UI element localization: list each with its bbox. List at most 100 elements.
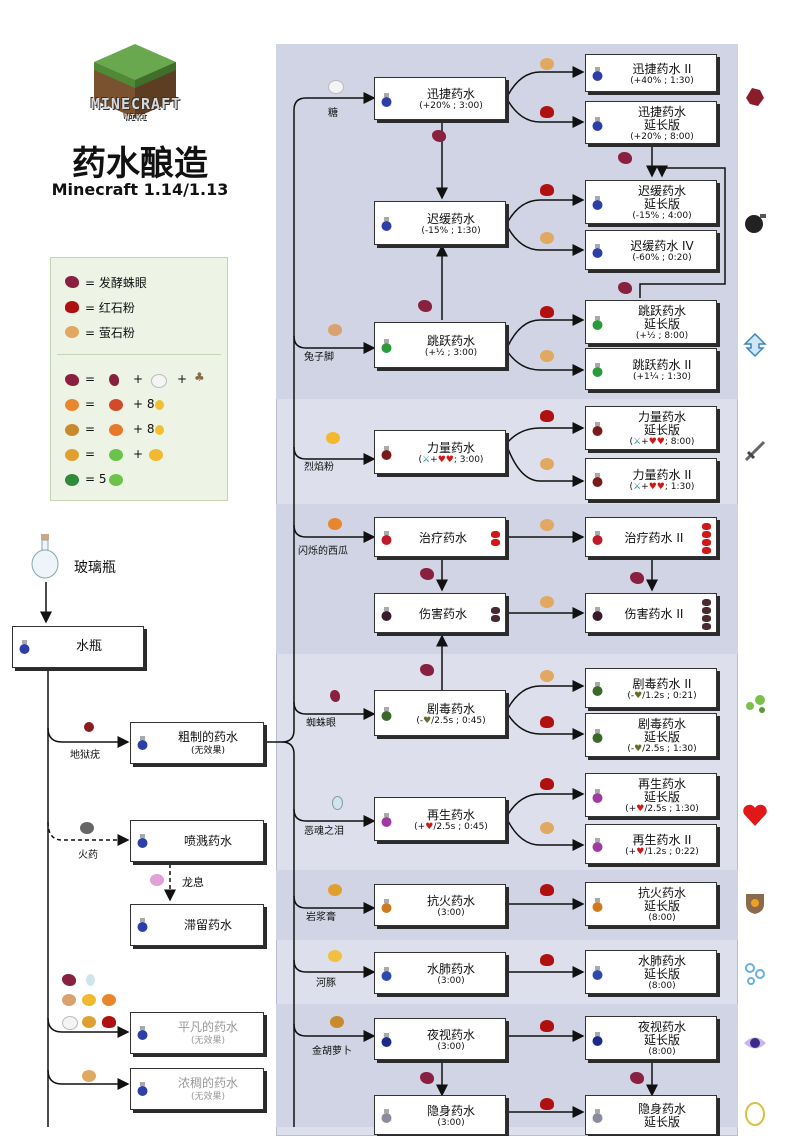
slime-block-icon: [65, 474, 79, 486]
fire-ext-name: 抗火药水: [637, 886, 686, 900]
gunpowder-label: 火药: [78, 850, 98, 861]
regen-sub-text: /2.5s ; 0:45): [433, 822, 488, 832]
swift2-name: 迅捷药水 II: [632, 62, 692, 76]
regen-ext-name: 再生药水: [637, 777, 686, 791]
mundane-potion-node: 平凡的药水 (无效果): [130, 1012, 264, 1054]
potion-icon: [592, 244, 603, 258]
swift-sub: (+20% ; 3:00): [419, 101, 483, 111]
glowstone-icon: [540, 596, 554, 608]
fermented-spider-eye-icon: [420, 1072, 434, 1084]
lingering-potion-icon: [137, 918, 148, 932]
rabbit-foot-label: 兔子脚: [304, 352, 334, 363]
page-title: 药水酿造: [72, 144, 208, 184]
golden-carrot-icon: [65, 424, 79, 436]
carrot-icon: [109, 424, 123, 436]
golden-carrot-label: 金胡萝卜: [312, 1046, 352, 1057]
strength2-sub: (⚔+♥♥; 1:30): [610, 482, 714, 492]
fermented-spider-eye-icon: [432, 130, 446, 142]
redstone-icon: [540, 410, 554, 422]
redstone-icon: [540, 884, 554, 896]
potion-icon: [592, 473, 603, 487]
potion-icon: [381, 607, 392, 621]
gunpowder-icon: [80, 822, 94, 834]
potion-icon: [592, 117, 603, 131]
effect-glyph: (-♥: [627, 744, 643, 754]
strength2-sub-text: ; 1:30): [664, 482, 695, 492]
strength-effect-icon: [742, 438, 768, 464]
poison-ext-sub-text: /2.5s ; 1:30): [642, 744, 697, 754]
leap-ext-sub: (+½ ; 8:00): [635, 331, 689, 341]
leap-ext-name2: 延长版: [643, 317, 680, 331]
legend-plus8: + 8: [133, 422, 155, 436]
leap-name: 跳跃药水: [426, 334, 475, 348]
fire-ext-potion-node: 抗火药水延长版(8:00): [585, 882, 717, 926]
slow-ext-name2: 延长版: [643, 197, 680, 211]
hearts-icon: [488, 606, 502, 623]
regen2-sub: (+♥/1.2s ; 0:22): [610, 847, 714, 857]
slow-ext-potion-node: 迟缓药水延长版(-15% ; 4:00): [585, 180, 717, 224]
potion-icon: [19, 640, 30, 654]
strength-ext-name2: 延长版: [643, 423, 680, 437]
sugar-icon: [328, 80, 344, 94]
potion-icon: [592, 607, 603, 621]
invis-ext-name: 隐身药水: [637, 1102, 686, 1116]
regen-sub: (+♥/2.5s ; 0:45): [399, 822, 503, 832]
minecraft-logo: [80, 40, 190, 120]
poison2-potion-node: 剧毒药水 II(-♥/1.2s ; 0:21): [585, 668, 717, 708]
regen-ext-sub-text: /2.5s ; 1:30): [644, 804, 699, 814]
mundane-potion-sub: (无效果): [190, 1036, 226, 1046]
pufferfish-label: 河豚: [316, 978, 336, 989]
blaze-powder-icon: [82, 994, 96, 1006]
slow-potion-node: 迟缓药水(-15% ; 1:30): [374, 201, 506, 245]
legend-plus: +: [177, 372, 188, 386]
lingering-potion-node: 滞留药水: [130, 904, 264, 946]
jump-boost-effect-icon: [742, 332, 768, 358]
legend-plus8: + 8: [133, 397, 155, 411]
speed-effect-icon: [742, 84, 768, 110]
regen-ext-name2: 延长版: [643, 790, 680, 804]
lingering-potion-label: 滞留药水: [183, 918, 232, 932]
water-breathing-effect-icon: [742, 960, 768, 986]
potion-icon: [381, 707, 392, 721]
glass-bottle-label: 玻璃瓶: [74, 560, 116, 576]
sugar-label: 糖: [328, 108, 338, 119]
awkward-potion-node: 粗制的药水 (无效果): [130, 722, 264, 764]
slime-ball-icon: [109, 449, 123, 461]
poison2-name: 剧毒药水 II: [632, 677, 692, 691]
legend-eq: =: [85, 372, 96, 386]
fire-ext-name2: 延长版: [643, 899, 680, 913]
leap2-sub: (+1¼ ; 1:30): [633, 372, 691, 382]
invis-ext-potion-node: 隐身药水延长版: [585, 1095, 717, 1135]
potion-icon: [592, 898, 603, 912]
fire-resistance-effect-icon: [742, 890, 768, 916]
mushroom-icon: ♣: [194, 370, 205, 384]
invis-potion-node: 隐身药水(3:00): [374, 1095, 506, 1135]
harming2-name: 伤害药水 II: [624, 607, 684, 621]
potion-icon: [381, 1109, 392, 1123]
hearts-icon: [488, 530, 502, 547]
redstone-icon: [65, 301, 79, 313]
effect-glyph: (-♥: [627, 691, 643, 701]
thick-potion-name: 浓稠的药水: [177, 1076, 238, 1090]
slow-ext-name: 迟缓药水: [637, 184, 686, 198]
redstone-icon: [540, 1020, 554, 1032]
slow4-potion-node: 迟缓药水 IV(-60% ; 0:20): [585, 230, 717, 270]
strength-ext-sub: (⚔+♥♥; 8:00): [610, 437, 714, 447]
melon-slice-icon: [109, 399, 123, 411]
legend-redstone: = 红石粉: [85, 301, 135, 315]
magma-cream-icon: [82, 1016, 96, 1028]
fire-name: 抗火药水: [426, 894, 475, 908]
strength-ext-potion-node: 力量药水延长版(⚔+♥♥; 8:00): [585, 406, 717, 450]
page-subtitle: Minecraft 1.14/1.13: [51, 180, 229, 199]
legend-glowstone: = 萤石粉: [85, 326, 135, 340]
magma-cream-label: 岩浆膏: [306, 912, 336, 923]
glowstone-icon: [540, 458, 554, 470]
regen-ext-potion-node: 再生药水延长版(+♥/2.5s ; 1:30): [585, 773, 717, 817]
redstone-icon: [540, 716, 554, 728]
sugar-icon: [151, 374, 167, 388]
leap-ext-potion-node: 跳跃药水延长版(+½ ; 8:00): [585, 300, 717, 344]
potion-icon: [381, 339, 392, 353]
grass-block-icon: [94, 44, 176, 118]
spider-eye-icon: [330, 690, 340, 702]
redstone-icon: [540, 778, 554, 790]
